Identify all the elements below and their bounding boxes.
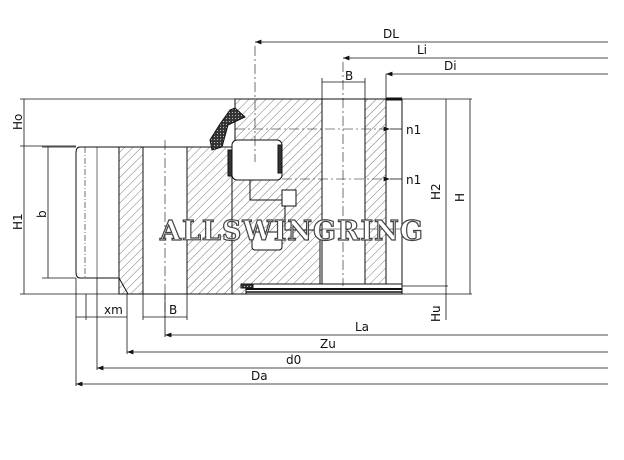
label-Hu: Hu — [429, 305, 443, 322]
roller-upper — [227, 139, 283, 181]
center-lines — [164, 46, 390, 320]
label-B-bottom: B — [169, 303, 177, 317]
label-b: b — [35, 210, 49, 218]
left-dimensions — [20, 98, 235, 295]
label-Ho: Ho — [11, 114, 25, 130]
label-Zu: Zu — [320, 337, 336, 351]
label-H1: H1 — [11, 213, 25, 230]
label-Da: Da — [251, 369, 268, 383]
label-n1-lower: n1 — [406, 173, 421, 187]
right-dimensions — [402, 98, 472, 320]
bottom-dimensions — [75, 278, 608, 387]
label-d0: d0 — [286, 353, 301, 367]
inner-ring — [234, 97, 403, 295]
label-n1-upper: n1 — [406, 123, 421, 137]
label-H: H — [453, 193, 467, 202]
label-B-top: B — [345, 69, 353, 83]
watermark: ALLSWINGRING — [159, 216, 424, 247]
seal — [209, 107, 246, 151]
label-Di: Di — [444, 59, 457, 73]
label-xm: xm — [104, 303, 123, 317]
label-H2: H2 — [429, 183, 443, 200]
label-La: La — [355, 320, 369, 334]
label-Li: Li — [417, 43, 427, 57]
label-DL: DL — [383, 27, 399, 41]
roller-lower — [251, 189, 297, 251]
top-dimensions — [255, 39, 608, 182]
lower-seal — [240, 283, 254, 289]
